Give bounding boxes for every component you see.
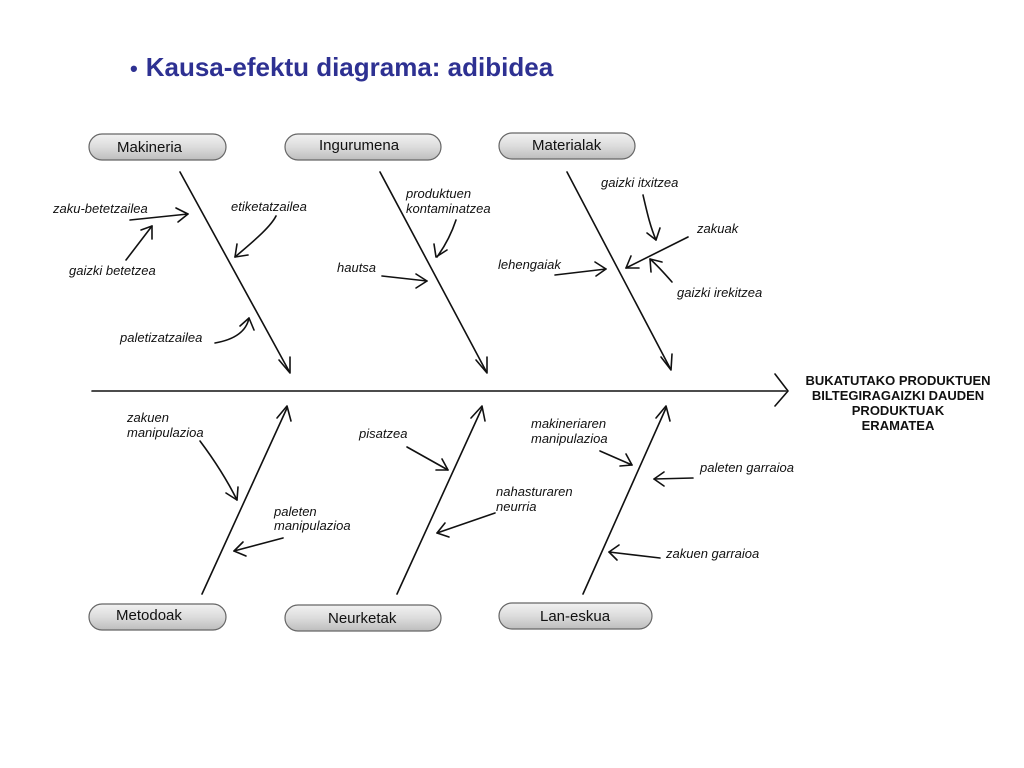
arrow-lehengaiak-head — [594, 261, 607, 277]
category-materialak-label: Materialak — [532, 137, 602, 154]
arrow-paletizatzailea-head — [239, 317, 255, 331]
arrow-hautsa — [381, 275, 428, 282]
arrow-kontaminatzea — [436, 219, 457, 258]
arrow-zakuak-head — [625, 255, 640, 269]
arrow-pisatzea-head — [435, 458, 449, 471]
category-ingurumena: Ingurumena — [284, 133, 442, 161]
arrow-gaizki-itxitzea — [642, 194, 657, 241]
category-ingurumena-label: Ingurumena — [319, 137, 400, 154]
cause-hautsa: hautsa — [337, 260, 376, 275]
arrow-kontaminatzea-head — [433, 243, 448, 258]
arrow-nahasturaren-neurria-head — [436, 522, 450, 538]
arrow-etiketatzailea-head — [234, 243, 249, 258]
arrow-paleten-garraioa — [653, 477, 694, 480]
cause-zakuak: zakuak — [696, 221, 740, 236]
cause-makineriaren-manipulazioa-line2: manipulazioa — [531, 431, 608, 446]
arrow-gaizki-betetzea-head — [140, 225, 153, 240]
arrow-lehengaiak — [554, 268, 607, 276]
cause-gaizki-irekitzea: gaizki irekitzea — [677, 285, 762, 300]
arrow-zaku-betetzailea — [129, 213, 189, 221]
cause-gaizki-itxitzea: gaizki itxitzea — [601, 175, 678, 190]
cause-produktuen-kontaminatzea-line2: kontaminatzea — [406, 201, 491, 216]
cause-nahasturaren-neurria-line2: neurria — [496, 499, 536, 514]
cause-paletizatzailea: paletizatzailea — [119, 330, 202, 345]
arrow-paleten-manipulazioa-head — [233, 541, 247, 557]
cause-lehengaiak: lehengaiak — [498, 257, 562, 272]
category-makineria-label: Makineria — [117, 139, 183, 156]
bone-neurketak — [396, 407, 483, 595]
effect-line-4: ERAMATEA — [862, 418, 935, 433]
cause-paleten-manipulazioa-line1: paleten — [273, 504, 317, 519]
category-materialak: Materialak — [498, 132, 636, 160]
cause-pisatzea: pisatzea — [358, 426, 407, 441]
arrow-etiketatzailea — [234, 215, 277, 258]
cause-gaizki-betetzea: gaizki betetzea — [69, 263, 156, 278]
cause-zakuen-manipulazioa-line1: zakuen — [126, 410, 169, 425]
bone-metodoak — [201, 407, 288, 595]
category-metodoak-label: Metodoak — [116, 607, 182, 624]
bone-makineria — [179, 171, 290, 372]
slide-title-text: Kausa-efektu diagrama: adibidea — [145, 52, 554, 82]
category-laneskua-label: Lan-eskua — [540, 608, 611, 625]
arrow-paleten-garraioa-head — [653, 471, 665, 487]
arrow-zakuen-garraioa — [608, 551, 661, 559]
arrow-hautsa-head — [415, 273, 428, 289]
cause-zaku-betetzailea: zaku-betetzailea — [52, 201, 148, 216]
bone-ingurumena — [379, 171, 487, 372]
arrow-gaizki-betetzea — [125, 225, 153, 261]
bone-materialak-arrowhead — [660, 353, 673, 371]
bone-laneskua — [582, 407, 667, 595]
bone-laneskua-arrowhead — [655, 405, 671, 422]
cause-nahasturaren-neurria-line1: nahasturaren — [496, 484, 573, 499]
effect-line-2: BILTEGIRAGAIZKI DAUDEN — [812, 388, 984, 403]
spine-arrowhead — [774, 373, 789, 407]
arrow-pisatzea — [406, 446, 449, 471]
effect-label: BUKATUTAKO PRODUKTUEN BILTEGIRAGAIZKI DA… — [805, 373, 990, 433]
category-laneskua: Lan-eskua — [498, 602, 653, 630]
cause-makineriaren-manipulazioa-line1: makineriaren — [531, 416, 606, 431]
arrow-gaizki-irekitzea — [649, 258, 673, 283]
bullet-icon: • — [130, 56, 138, 81]
cause-etiketatzailea: etiketatzailea — [231, 199, 307, 214]
arrow-zakuak — [625, 236, 689, 269]
bone-ingurumena-arrowhead — [475, 356, 488, 374]
cause-zakuen-manipulazioa-line2: manipulazioa — [127, 425, 204, 440]
arrow-makineriaren-manipulazioa-head — [619, 453, 633, 467]
arrow-gaizki-itxitzea-head — [646, 227, 661, 241]
arrow-zakuen-manipulazioa-head — [225, 486, 239, 501]
arrow-makineriaren-manipulazioa — [599, 450, 633, 466]
cause-paleten-manipulazioa-line2: manipulazioa — [274, 518, 351, 533]
category-makineria: Makineria — [88, 133, 227, 161]
arrow-zakuen-garraioa-head — [608, 544, 620, 561]
category-metodoak: Metodoak — [88, 603, 227, 631]
effect-line-1: BUKATUTAKO PRODUKTUEN — [805, 373, 990, 388]
cause-produktuen-kontaminatzea-line1: produktuen — [405, 186, 471, 201]
bone-makineria-arrowhead — [278, 356, 291, 374]
slide-title: • Kausa-efektu diagrama: adibidea — [130, 52, 553, 83]
cause-zakuen-garraioa: zakuen garraioa — [665, 546, 759, 561]
cause-paleten-garraioa: paleten garraioa — [699, 460, 794, 475]
category-neurketak: Neurketak — [284, 604, 442, 632]
category-neurketak-label: Neurketak — [328, 610, 397, 627]
arrow-zakuen-manipulazioa — [199, 440, 238, 501]
bone-metodoak-arrowhead — [276, 405, 292, 422]
bone-neurketak-arrowhead — [470, 405, 486, 422]
arrow-paleten-manipulazioa — [233, 537, 284, 552]
arrow-nahasturaren-neurria — [436, 512, 496, 534]
arrow-gaizki-irekitzea-head — [649, 258, 663, 273]
arrow-zaku-betetzailea-head — [175, 207, 189, 223]
arrow-paletizatzailea — [214, 317, 250, 344]
bone-materialak — [566, 171, 671, 369]
effect-line-3: PRODUKTUAK — [852, 403, 945, 418]
